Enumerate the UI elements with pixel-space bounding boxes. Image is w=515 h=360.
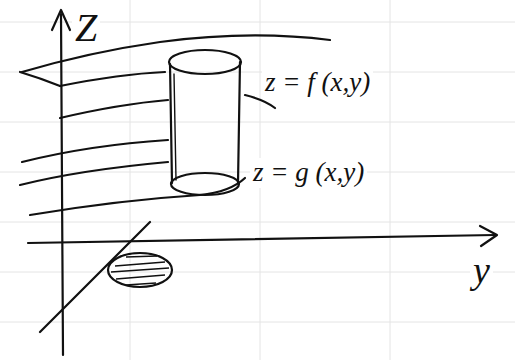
surface-label: z = g (x,y) [250,158,367,188]
lower-surface-curve [22,140,168,162]
upper-surface-curve [60,100,168,118]
lower-surface-curve [20,162,168,185]
surface-label: z = f (x,y) [262,68,373,98]
y-axis-arrow [480,226,497,246]
y-axis [28,235,495,243]
upper-surface-edge [20,72,60,86]
axis-label: Z [72,6,100,50]
upper-surface-curve [60,72,165,86]
domain-region [108,253,172,287]
cylinder-side [238,62,240,183]
cylinder-side [174,74,176,180]
axis-label: y [470,250,493,292]
lower-surface-curve [30,178,245,215]
cylinder-bottom [171,173,239,195]
domain-hatching [111,256,169,285]
z-axis [61,14,63,355]
cylinder-side [170,64,172,183]
z-axis-arrow [52,10,70,30]
cylinder-top [169,50,241,74]
